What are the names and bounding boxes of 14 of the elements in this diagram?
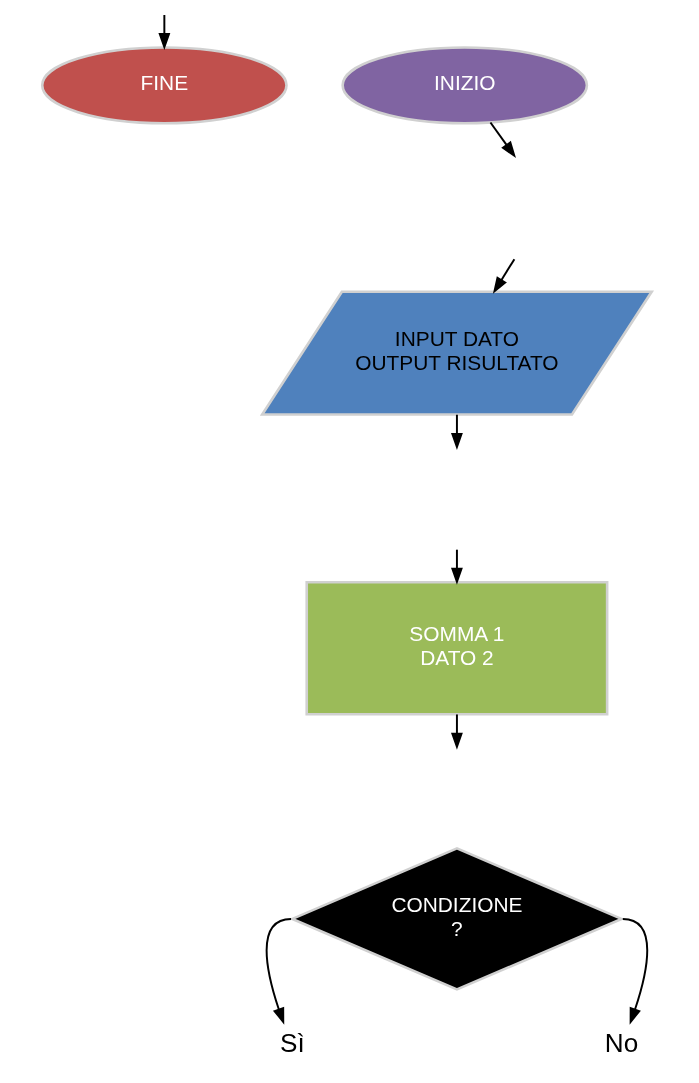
arrow [492, 258, 516, 294]
arrow [158, 14, 171, 51]
node-box: SOMMA 1 DATO 2 [305, 580, 609, 716]
arrow [450, 413, 463, 450]
node-diamond: CONDIZIONE ? [289, 846, 625, 991]
arrow [450, 548, 463, 585]
arrow [621, 917, 649, 1025]
arrow [489, 121, 516, 159]
arrow [265, 917, 293, 1025]
arrow [450, 713, 463, 750]
node-ellipse: FINE [40, 46, 288, 125]
node-text: Sì [280, 1028, 305, 1059]
node-text: No [604, 1028, 639, 1059]
node-ellipse: INIZIO [341, 46, 589, 125]
